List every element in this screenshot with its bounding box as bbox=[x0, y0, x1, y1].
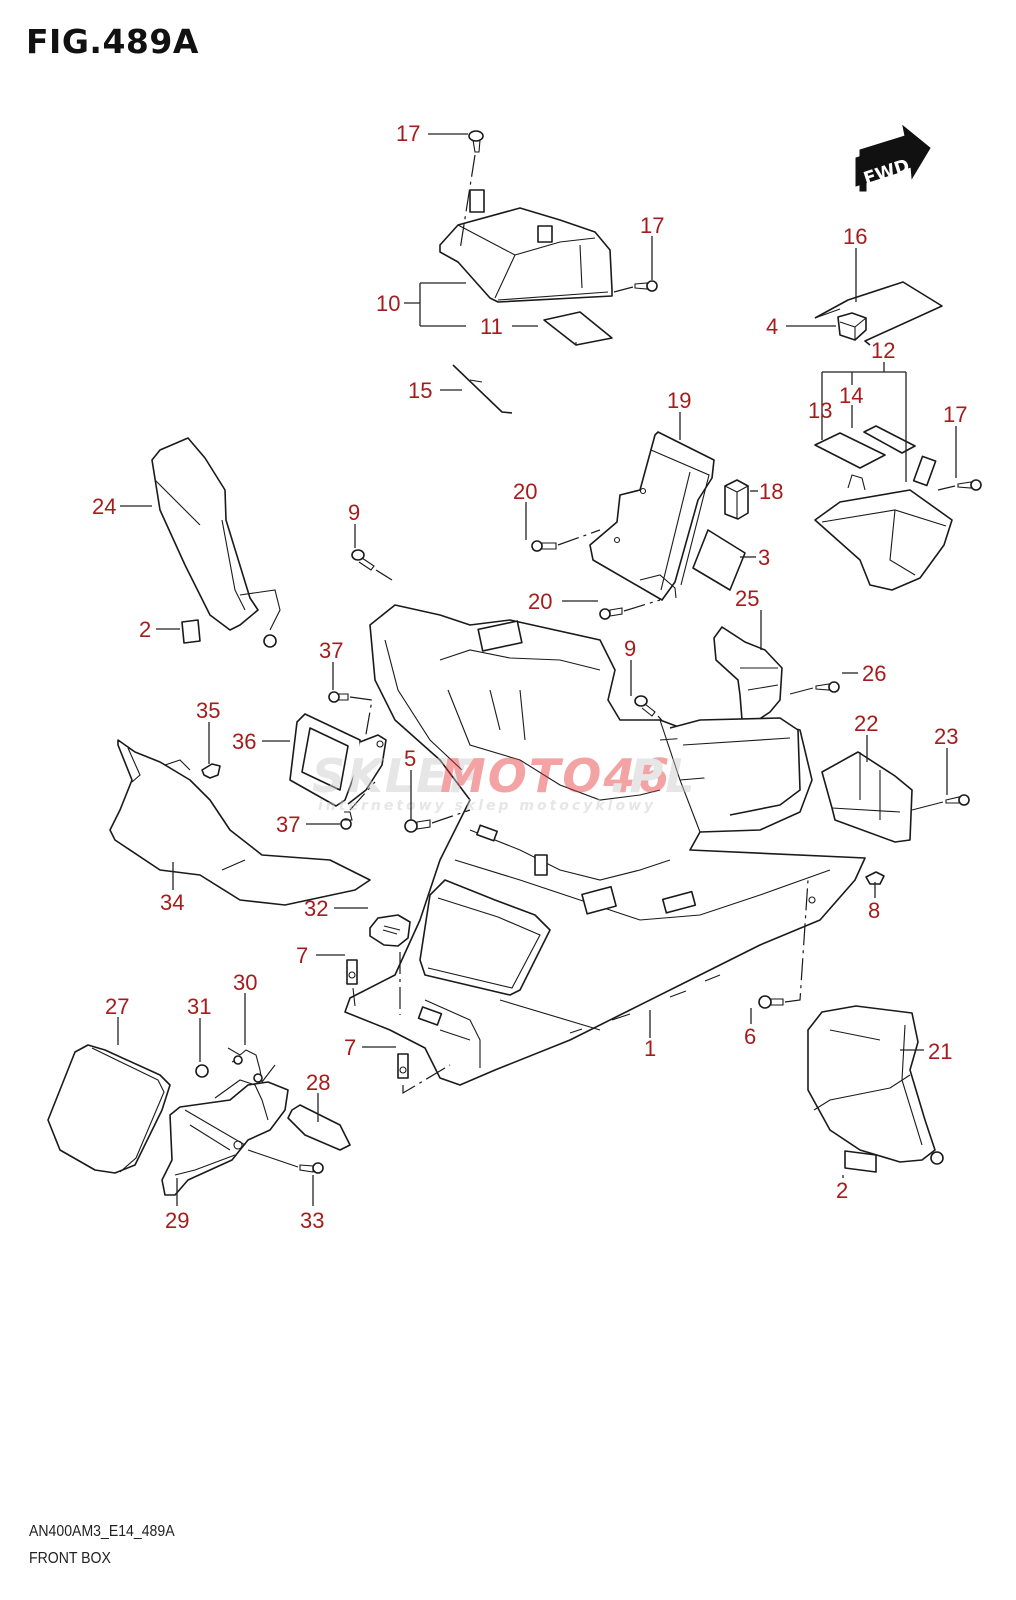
watermark-part-2: MOTO46 bbox=[440, 749, 671, 803]
part-12-lower-box[interactable] bbox=[814, 455, 953, 591]
part-23-screw[interactable] bbox=[911, 794, 970, 811]
part-2-tab-right[interactable] bbox=[844, 1150, 877, 1173]
part-36-frame[interactable] bbox=[289, 713, 387, 807]
part-10-upper-box[interactable] bbox=[439, 189, 613, 303]
part-28-cylinder[interactable] bbox=[287, 1104, 351, 1151]
callout-36[interactable]: 36 bbox=[232, 729, 256, 754]
callout-12[interactable]: 12 bbox=[871, 338, 895, 363]
figure-title: FIG.489A bbox=[26, 22, 199, 61]
callout-37[interactable]: 37 bbox=[319, 638, 343, 663]
callout-31[interactable]: 31 bbox=[187, 994, 211, 1019]
part-6-bolt[interactable] bbox=[758, 879, 809, 1009]
callout-13[interactable]: 13 bbox=[808, 398, 832, 423]
part-7-nut-a[interactable] bbox=[346, 959, 358, 1007]
callout-7[interactable]: 7 bbox=[344, 1035, 356, 1060]
callout-21[interactable]: 21 bbox=[928, 1039, 952, 1064]
part-16-band[interactable] bbox=[814, 281, 943, 346]
part-21-lid-right[interactable] bbox=[807, 1005, 944, 1165]
part-35-clip[interactable] bbox=[201, 763, 221, 779]
part-31-grommet[interactable] bbox=[195, 1064, 209, 1078]
callout-30[interactable]: 30 bbox=[233, 970, 257, 995]
watermark: SKLEP MOTO46 .PL internetowy sklep motoc… bbox=[312, 749, 697, 814]
callout-35[interactable]: 35 bbox=[196, 698, 220, 723]
part-20-screw-a[interactable] bbox=[531, 529, 601, 552]
figure-code: AN400AM3_E14_489A bbox=[29, 1523, 175, 1540]
watermark-part-3: .PL bbox=[610, 749, 697, 803]
callout-22[interactable]: 22 bbox=[854, 711, 878, 736]
callout-34[interactable]: 34 bbox=[160, 890, 184, 915]
part-11-pad[interactable] bbox=[543, 311, 613, 346]
callout-17[interactable]: 17 bbox=[396, 121, 420, 146]
callout-10[interactable]: 10 bbox=[376, 291, 400, 316]
callout-23[interactable]: 23 bbox=[934, 724, 958, 749]
figure-name: FRONT BOX bbox=[29, 1550, 111, 1567]
part-34-side-cover[interactable] bbox=[109, 739, 371, 906]
part-32-cover[interactable] bbox=[369, 914, 411, 1015]
callout-17[interactable]: 17 bbox=[640, 213, 664, 238]
callout-32[interactable]: 32 bbox=[304, 896, 328, 921]
callout-33[interactable]: 33 bbox=[300, 1208, 324, 1233]
forward-arrow-icon: FWD bbox=[855, 124, 931, 192]
callout-11[interactable]: 11 bbox=[480, 314, 503, 339]
callout-24[interactable]: 24 bbox=[92, 494, 116, 519]
callout-5[interactable]: 5 bbox=[404, 746, 416, 771]
part-1-front-box[interactable] bbox=[344, 604, 866, 1086]
callout-18[interactable]: 18 bbox=[759, 479, 783, 504]
part-24-lid-left[interactable] bbox=[151, 437, 281, 648]
leader-lines bbox=[117, 133, 957, 1206]
callout-8[interactable]: 8 bbox=[868, 898, 880, 923]
part-33-screw[interactable] bbox=[247, 1149, 324, 1174]
part-17-screw-right[interactable] bbox=[613, 280, 658, 293]
callout-17[interactable]: 17 bbox=[943, 402, 967, 427]
callout-20[interactable]: 20 bbox=[528, 589, 552, 614]
callout-25[interactable]: 25 bbox=[735, 586, 759, 611]
part-19-holder[interactable] bbox=[589, 431, 715, 601]
callout-26[interactable]: 26 bbox=[862, 661, 886, 686]
part-13-pad[interactable] bbox=[814, 432, 886, 469]
callout-27[interactable]: 27 bbox=[105, 994, 129, 1019]
part-8-clip[interactable] bbox=[865, 871, 885, 885]
part-30-wire[interactable] bbox=[227, 1047, 276, 1083]
callout-labels: 17 17 10 11 15 16 4 12 13 14 17 19 18 20… bbox=[92, 121, 967, 1233]
callout-15[interactable]: 15 bbox=[408, 378, 432, 403]
callout-6[interactable]: 6 bbox=[744, 1024, 756, 1049]
part-15-stay[interactable] bbox=[452, 364, 513, 414]
part-17-screw-right-lower[interactable] bbox=[937, 479, 982, 491]
callout-2[interactable]: 2 bbox=[139, 617, 151, 642]
callout-19[interactable]: 19 bbox=[667, 388, 691, 413]
part-29-frame[interactable] bbox=[161, 1079, 289, 1196]
part-27-lid[interactable] bbox=[47, 1044, 171, 1174]
part-22-duct[interactable] bbox=[821, 751, 913, 843]
part-18-block[interactable] bbox=[724, 479, 749, 520]
part-17-screw-top[interactable] bbox=[459, 130, 484, 251]
callout-7[interactable]: 7 bbox=[296, 943, 308, 968]
callout-29[interactable]: 29 bbox=[165, 1208, 189, 1233]
part-3-pad[interactable] bbox=[692, 529, 746, 591]
callout-28[interactable]: 28 bbox=[306, 1070, 330, 1095]
part-37-clip-top[interactable] bbox=[328, 691, 373, 741]
part-14-pad[interactable] bbox=[863, 425, 916, 454]
callout-9[interactable]: 9 bbox=[624, 636, 636, 661]
callout-20[interactable]: 20 bbox=[513, 479, 537, 504]
callout-9[interactable]: 9 bbox=[348, 500, 360, 525]
watermark-tagline: internetowy sklep motocyklowy bbox=[318, 798, 656, 814]
callout-14[interactable]: 14 bbox=[839, 383, 863, 408]
callout-37[interactable]: 37 bbox=[276, 812, 300, 837]
part-4-block[interactable] bbox=[837, 312, 867, 341]
part-25-bracket[interactable] bbox=[713, 626, 783, 723]
callout-2[interactable]: 2 bbox=[836, 1178, 848, 1203]
part-20-screw-b[interactable] bbox=[599, 599, 661, 620]
part-9-screw-a[interactable] bbox=[351, 549, 393, 581]
part-2-tab-left[interactable] bbox=[181, 619, 201, 644]
callout-4[interactable]: 4 bbox=[766, 314, 778, 339]
part-37-clip-bottom[interactable] bbox=[340, 781, 376, 830]
watermark-part-1: SKLEP bbox=[312, 749, 485, 803]
callout-1[interactable]: 1 bbox=[644, 1036, 656, 1061]
part-26-screw[interactable] bbox=[789, 681, 840, 695]
callout-3[interactable]: 3 bbox=[758, 545, 770, 570]
part-7-nut-b[interactable] bbox=[397, 1053, 451, 1095]
callout-16[interactable]: 16 bbox=[843, 224, 867, 249]
